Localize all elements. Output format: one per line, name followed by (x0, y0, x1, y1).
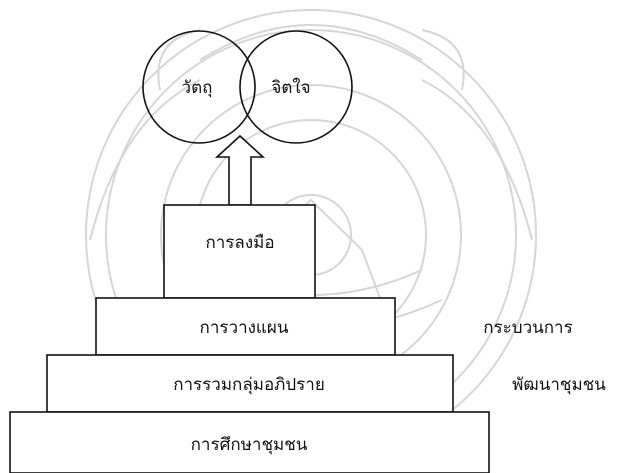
material-label: วัตถุ (182, 78, 213, 98)
pyramid-level-2-label: การวางแผน (200, 318, 289, 338)
spirit-label: จิตใจ (271, 77, 310, 98)
up-arrow-icon (214, 134, 266, 206)
spirit-circle (239, 30, 353, 144)
material-circle (142, 30, 256, 144)
pyramid-level-3-label: การรวมกลุ่มอภิปราย (173, 375, 325, 395)
pyramid-level-4-label: การศึกษาชุมชน (191, 435, 308, 455)
pyramid-level-2-box (95, 297, 396, 356)
pyramid-level-4-box (9, 411, 490, 473)
process-side-label: กระบวนการ (483, 318, 572, 338)
pyramid-level-1-label: การลงมือ (205, 233, 274, 253)
development-side-label: พัฒนาชุมชน (512, 375, 606, 395)
